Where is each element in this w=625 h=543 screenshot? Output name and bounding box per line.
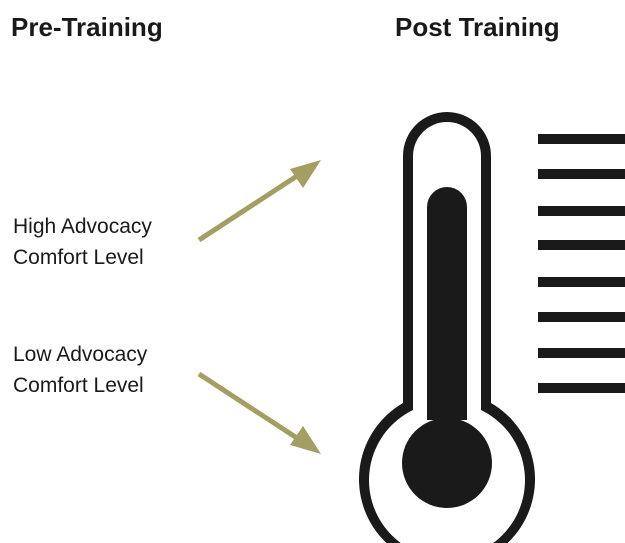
low-advocacy-label-line: Comfort Level [13,374,144,397]
high-advocacy-label-line: High Advocacy [13,215,152,238]
thermometer-bulb [402,418,492,508]
low-advocacy-label-line: Low Advocacy [13,343,148,366]
thermometer-icon [359,112,535,543]
post-training-heading: Post Training [395,12,560,42]
scale-tick [538,277,625,287]
scale-tick [538,169,625,179]
scale-tick [538,240,625,250]
arrow-up-icon [197,160,321,243]
pre-training-heading: Pre-Training [11,12,163,42]
scale-tick [538,312,625,322]
scale-tick [538,383,625,393]
scale-tick [538,348,625,358]
arrows [197,160,321,454]
scale-tick [538,206,625,216]
low-advocacy-label: Low Advocacy Comfort Level [13,339,147,401]
arrow-down-icon [197,371,321,454]
thermometer-stem [427,187,467,420]
scale-tick [538,134,625,144]
scale-ticks [538,134,625,393]
high-advocacy-label: High Advocacy Comfort Level [13,211,152,273]
high-advocacy-label-line: Comfort Level [13,246,144,269]
